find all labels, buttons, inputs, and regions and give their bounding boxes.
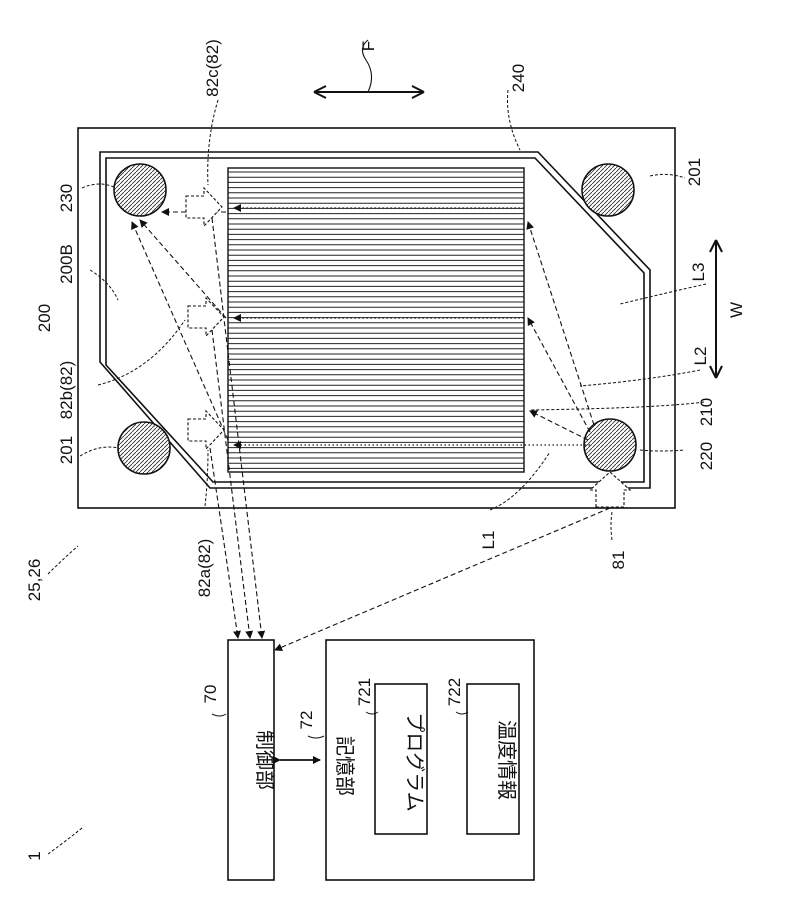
signal-lines: [210, 218, 610, 650]
label-L1: L1: [479, 531, 498, 550]
pin-201-left: [118, 422, 170, 474]
sensor-82a: [188, 411, 224, 449]
label-72: 72: [297, 711, 316, 730]
label-82b: 82b(82): [57, 361, 76, 420]
label-200: 200: [35, 304, 54, 332]
label-L3: L3: [689, 263, 708, 282]
pin-201-right: [582, 164, 634, 216]
label-f: F: [359, 41, 378, 51]
label-82a: 82a(82): [195, 539, 214, 598]
label-200B: 200B: [57, 244, 76, 284]
storage-label: 記憶部: [333, 736, 356, 796]
label-L2: L2: [691, 347, 710, 366]
label-70: 70: [201, 685, 220, 704]
label-722: 722: [445, 678, 464, 706]
temperature-info-label: 温度情報: [495, 720, 518, 800]
label-25-26: 25,26: [25, 559, 44, 602]
sensor-82c: [186, 188, 222, 226]
channel-stripes: [228, 172, 524, 468]
label-82c: 82c(82): [203, 39, 222, 97]
label-230: 230: [57, 184, 76, 212]
label-220: 220: [697, 442, 716, 470]
port-230: [114, 164, 166, 216]
sensor-81: [590, 472, 630, 507]
program-label: プログラム: [403, 712, 426, 811]
label-201-left: 201: [57, 436, 76, 464]
direction-w-arrow: [710, 240, 722, 378]
label-210: 210: [697, 398, 716, 426]
label-721: 721: [355, 678, 374, 706]
label-1: 1: [25, 851, 44, 860]
sensor-82b: [188, 298, 224, 336]
label-201-right: 201: [685, 158, 704, 186]
controller-label: 制御部: [253, 730, 276, 790]
label-W: W: [727, 302, 746, 318]
label-240: 240: [509, 64, 528, 92]
port-220: [584, 419, 636, 471]
label-81: 81: [609, 551, 628, 570]
